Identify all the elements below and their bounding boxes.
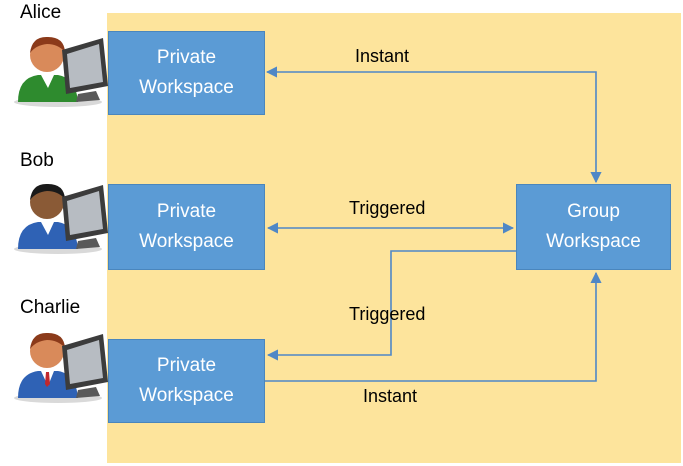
- bob-link-label: Triggered: [349, 198, 426, 218]
- group-workspace: Group Workspace: [516, 184, 671, 270]
- charlie-workspace-line2: Workspace: [139, 385, 234, 406]
- bob-workspace-line2: Workspace: [139, 231, 234, 252]
- group-workspace-line1: Group: [567, 201, 620, 222]
- bob-workspace-line1: Private: [156, 201, 217, 222]
- alice-workspace-line2: Workspace: [139, 77, 234, 98]
- bob-user-icon: [14, 183, 108, 254]
- charlie-user-icon: [14, 332, 108, 403]
- alice-private-workspace: Private Workspace: [108, 31, 265, 115]
- alice-link-label: Instant: [355, 46, 410, 66]
- group-workspace-line2: Workspace: [546, 231, 641, 252]
- user-name-bob: Bob: [20, 150, 54, 171]
- charlie-out-link-label: Instant: [363, 386, 418, 406]
- alice-instant-arrow: [265, 66, 602, 184]
- bob-private-workspace: Private Workspace: [108, 184, 265, 270]
- charlie-triggered-arrow: [266, 250, 516, 361]
- user-name-alice: Alice: [20, 2, 62, 23]
- charlie-private-workspace: Private Workspace: [108, 339, 265, 423]
- alice-workspace-line1: Private: [156, 47, 217, 68]
- user-name-charlie: Charlie: [20, 297, 81, 318]
- alice-user-icon: [14, 36, 108, 107]
- charlie-workspace-line1: Private: [156, 355, 217, 376]
- charlie-instant-arrow: [265, 271, 602, 382]
- charlie-in-link-label: Triggered: [349, 304, 426, 324]
